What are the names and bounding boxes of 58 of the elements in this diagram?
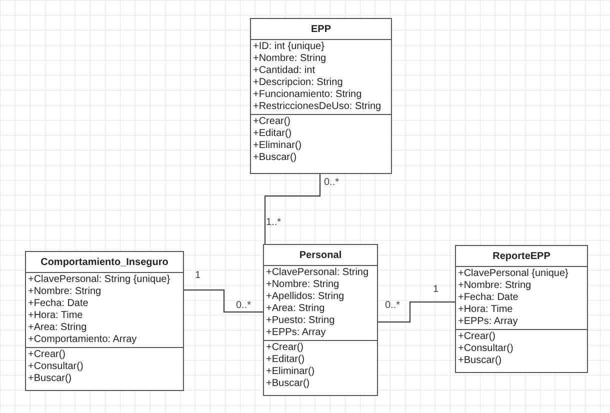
attribute-text: +Hora: Time	[458, 304, 513, 316]
method-text: +Editar()	[266, 354, 305, 366]
attribute-text: +Area: String	[28, 322, 87, 334]
attribute-text: +RestriccionesDeUso: String	[253, 101, 382, 113]
attribute-text: +Comportamiento: Array	[28, 334, 137, 346]
class-box	[455, 245, 588, 373]
attribute-text: +Area: String	[266, 303, 325, 315]
class-name: ReporteEPP	[456, 246, 587, 267]
method-text: +Buscar()	[253, 152, 297, 164]
attribute-compartment	[264, 266, 377, 341]
attribute-text: +ClavePersonal {unique}	[458, 268, 568, 280]
method-text: +Consultar()	[458, 343, 514, 355]
attribute-text: +Puesto: String	[266, 315, 335, 327]
class-box	[25, 251, 184, 391]
attribute-text: +Funcionamiento: String	[253, 89, 362, 101]
attribute-text: +Cantidad: int	[253, 65, 315, 77]
method-text: +Buscar()	[458, 355, 502, 367]
method-text: +Crear()	[253, 116, 291, 128]
method-text: +Consultar()	[28, 361, 84, 373]
method-text: +Eliminar()	[266, 366, 315, 378]
method-text: +Buscar()	[266, 378, 310, 390]
attribute-text: +EPPs: Array	[458, 316, 518, 328]
multiplicity-label: 1	[195, 271, 201, 281]
association-line	[378, 302, 456, 322]
method-text: +Eliminar()	[253, 140, 302, 152]
multiplicity-label: 0..*	[385, 301, 400, 311]
attribute-text: +Nombre: String	[266, 279, 340, 291]
class-name: Personal	[264, 245, 377, 266]
attribute-text: +Nombre: String	[28, 286, 102, 298]
multiplicity-label: 0..*	[236, 301, 252, 311]
attribute-text: +EPPs: Array	[266, 327, 326, 339]
class-name: EPP	[251, 19, 391, 40]
class-box	[250, 18, 392, 174]
attribute-text: +ID: int {unique}	[253, 41, 324, 53]
attribute-text: +Descripcion: String	[253, 77, 343, 89]
attribute-text: +ClavePersonal: String {unique}	[28, 274, 170, 286]
attribute-text: +Nombre: String	[253, 53, 326, 65]
association-line	[264, 174, 320, 244]
multiplicity-label: 1	[433, 285, 439, 295]
multiplicity-label: 1..*	[266, 218, 282, 228]
multiplicity-label: 0..*	[324, 178, 340, 188]
attribute-text: +Nombre: String	[458, 280, 532, 292]
attribute-compartment	[456, 267, 587, 330]
attribute-text: +Fecha: Date	[28, 298, 88, 310]
attribute-text: +Fecha: Date	[458, 292, 518, 304]
method-text: +Crear()	[458, 331, 496, 343]
method-text: +Editar()	[253, 128, 292, 140]
attribute-text: +ClavePersonal: String	[266, 267, 369, 279]
attribute-text: +Hora: Time	[28, 310, 83, 322]
association-line	[184, 290, 264, 312]
attribute-compartment	[26, 273, 183, 348]
method-text: +Buscar()	[28, 373, 72, 385]
method-text: +Crear()	[266, 342, 304, 354]
class-name: Comportamiento_Inseguro	[26, 252, 183, 273]
method-text: +Crear()	[28, 349, 66, 361]
class-box	[263, 244, 378, 396]
attribute-text: +Apellidos: String	[266, 291, 344, 303]
attribute-compartment	[251, 40, 391, 115]
